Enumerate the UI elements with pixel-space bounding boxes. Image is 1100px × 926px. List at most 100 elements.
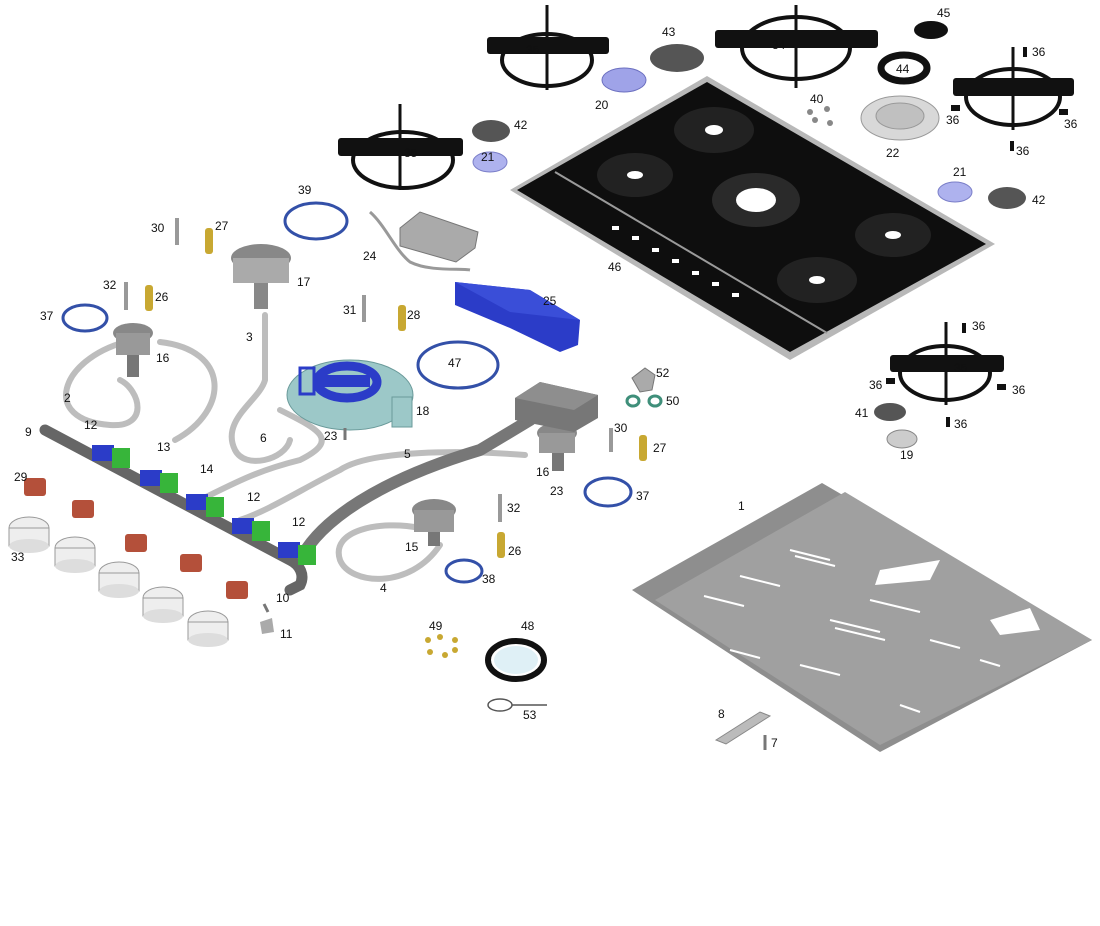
seal-ring-37-left[interactable] bbox=[61, 303, 109, 333]
callout-p52: 52 bbox=[656, 366, 670, 380]
burner-cap-43[interactable] bbox=[650, 44, 704, 72]
callout-p30b: 30 bbox=[614, 421, 628, 435]
callout-p36b: 36 bbox=[946, 113, 960, 127]
callout-p47: 47 bbox=[448, 356, 462, 370]
burner-cap-41[interactable] bbox=[874, 403, 906, 421]
rubber-feet-36 bbox=[886, 47, 1068, 427]
clip-11 bbox=[260, 618, 274, 634]
burner-cap-42-left[interactable] bbox=[472, 120, 510, 142]
burner-cup-16-left[interactable] bbox=[113, 323, 153, 377]
callout-p6: 6 bbox=[260, 431, 267, 445]
burner-head-20[interactable] bbox=[601, 67, 647, 93]
bracket-24[interactable] bbox=[368, 210, 479, 272]
base-tray[interactable] bbox=[632, 483, 1092, 752]
seal-ring-47[interactable] bbox=[416, 340, 500, 390]
burner-cap-45[interactable] bbox=[914, 21, 948, 39]
thermocouples[interactable] bbox=[145, 228, 647, 558]
couplings-29[interactable] bbox=[24, 478, 248, 599]
callout-labels: 1 2 3 4 5 6 7 8 9 10 11 12 12 12 13 14 1… bbox=[11, 6, 1078, 750]
callout-p36c: 36 bbox=[1064, 117, 1078, 131]
pan-support-right-top[interactable] bbox=[953, 47, 1074, 130]
burner-cup-17[interactable] bbox=[231, 244, 291, 309]
callout-p32a: 32 bbox=[103, 278, 117, 292]
control-knobs[interactable] bbox=[8, 516, 229, 647]
callout-p5: 5 bbox=[404, 447, 411, 461]
gas-manifold[interactable] bbox=[39, 424, 308, 596]
seal-ring-39[interactable] bbox=[283, 201, 349, 241]
callout-p20: 20 bbox=[595, 98, 609, 112]
callout-p13: 13 bbox=[157, 440, 171, 454]
callout-p45: 45 bbox=[937, 6, 951, 20]
callout-p12b: 12 bbox=[247, 490, 261, 504]
callout-p35c: 35 bbox=[954, 361, 968, 375]
callout-p17: 17 bbox=[297, 275, 311, 289]
burner-head-22[interactable] bbox=[860, 95, 940, 141]
callout-p42b: 42 bbox=[1032, 193, 1046, 207]
callout-p16b: 16 bbox=[536, 465, 550, 479]
burner-ring-44[interactable] bbox=[877, 51, 931, 85]
callout-p37b: 37 bbox=[636, 489, 650, 503]
callout-p22: 22 bbox=[886, 146, 900, 160]
wok-burner-18[interactable] bbox=[286, 359, 414, 431]
callout-p34: 34 bbox=[772, 38, 786, 52]
pan-support-35-top[interactable] bbox=[487, 5, 609, 90]
callout-p35b: 35 bbox=[404, 146, 418, 160]
callout-p38: 38 bbox=[482, 572, 496, 586]
callout-p25: 25 bbox=[543, 294, 557, 308]
ignition-electrodes[interactable] bbox=[124, 218, 613, 522]
callout-p12c: 12 bbox=[292, 515, 306, 529]
callout-p53: 53 bbox=[523, 708, 537, 722]
callout-p4: 4 bbox=[380, 581, 387, 595]
o-rings-50[interactable] bbox=[625, 394, 663, 408]
screw-10 bbox=[262, 603, 270, 613]
seal-ring-38[interactable] bbox=[444, 558, 484, 584]
callout-p15: 15 bbox=[405, 540, 419, 554]
burner-head-19[interactable] bbox=[886, 429, 918, 449]
callout-p32b: 32 bbox=[507, 501, 521, 515]
callout-p50: 50 bbox=[666, 394, 680, 408]
callout-p40: 40 bbox=[810, 92, 824, 106]
callout-p10: 10 bbox=[276, 591, 290, 605]
tool-53[interactable] bbox=[487, 698, 547, 712]
callout-p36f: 36 bbox=[869, 378, 883, 392]
callout-p48: 48 bbox=[521, 619, 535, 633]
cooktop-glass[interactable] bbox=[510, 76, 995, 360]
callout-p36a: 36 bbox=[1032, 45, 1046, 59]
callout-p36g: 36 bbox=[1012, 383, 1026, 397]
callout-p7: 7 bbox=[771, 736, 778, 750]
callout-p46: 46 bbox=[608, 260, 622, 274]
gas-valves[interactable] bbox=[92, 445, 316, 565]
bracket-8[interactable] bbox=[714, 711, 772, 745]
burner-head-21-left[interactable] bbox=[472, 151, 508, 173]
callout-p2: 2 bbox=[64, 391, 71, 405]
callout-p9: 9 bbox=[25, 425, 32, 439]
injectors-49 bbox=[425, 634, 458, 658]
seal-ring-37-right[interactable] bbox=[583, 476, 633, 508]
callout-p12a: 12 bbox=[84, 418, 98, 432]
callout-p42a: 42 bbox=[514, 118, 528, 132]
callout-p11: 11 bbox=[280, 627, 293, 641]
callout-p23a: 23 bbox=[324, 429, 338, 443]
callout-p29: 29 bbox=[14, 470, 28, 484]
callout-p24: 24 bbox=[363, 249, 377, 263]
callout-p21b: 21 bbox=[953, 165, 967, 179]
burner-head-21-right[interactable] bbox=[937, 181, 973, 203]
burner-cup-15[interactable] bbox=[412, 499, 456, 546]
callout-p37a: 37 bbox=[40, 309, 54, 323]
callout-p8: 8 bbox=[718, 707, 725, 721]
pan-support-34[interactable] bbox=[715, 5, 878, 88]
callout-p44: 44 bbox=[896, 62, 910, 76]
spark-generator-25[interactable] bbox=[455, 282, 580, 352]
fitting-52[interactable] bbox=[631, 367, 656, 393]
callout-p16a: 16 bbox=[156, 351, 170, 365]
junction-box[interactable] bbox=[515, 382, 598, 432]
callout-p21a: 21 bbox=[481, 150, 495, 164]
pan-support-35-right[interactable] bbox=[890, 322, 1004, 405]
callout-p3: 3 bbox=[246, 330, 253, 344]
burner-cap-42-right[interactable] bbox=[988, 187, 1026, 209]
callout-p14: 14 bbox=[200, 462, 214, 476]
pan-support-35-left[interactable] bbox=[338, 104, 463, 190]
callout-p23b: 23 bbox=[550, 484, 564, 498]
seal-48[interactable] bbox=[485, 638, 547, 682]
callout-p35a: 35 bbox=[526, 43, 540, 57]
